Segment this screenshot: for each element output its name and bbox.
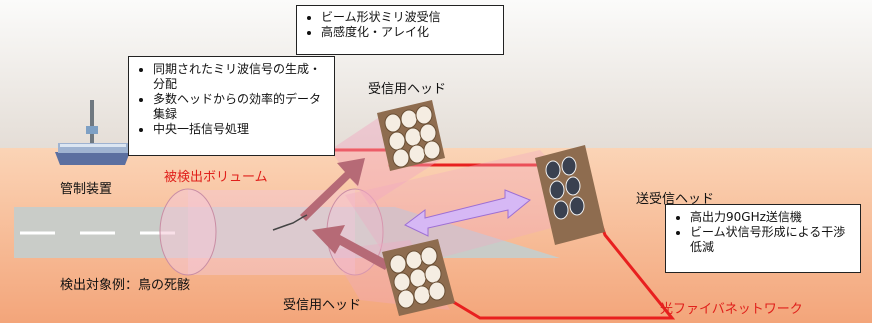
arrow-up-right: [300, 158, 365, 221]
callout-tx-item-2: ビーム状信号形成による干渉低減: [690, 225, 854, 255]
bird-icon: [272, 214, 308, 231]
callout-sync-item-3: 中央一括信号処理: [153, 122, 328, 137]
double-arrow: [404, 189, 531, 237]
label-transceive-head: 送受信ヘッド: [636, 192, 715, 207]
label-detection-example: 検出対象例：鳥の死骸: [60, 278, 191, 293]
label-fiber-network: 光ファイバネットワーク: [660, 302, 803, 317]
callout-beam-item-2: 高感度化・アレイ化: [321, 25, 497, 40]
arrow-left-up: [312, 225, 390, 270]
receiver-head-bottom: [382, 239, 455, 316]
callout-tx-item-1: 高出力90GHz送信機: [690, 210, 854, 225]
receiver-head-top: [377, 100, 445, 171]
callout-beam-reception: ビーム形状ミリ波受信 高感度化・アレイ化: [296, 5, 504, 55]
transceiver-head: [535, 145, 605, 245]
label-receive-head-top: 受信用ヘッド: [368, 82, 447, 97]
callout-transmitter: 高出力90GHz送信機 ビーム状信号形成による干渉低減: [665, 204, 861, 273]
callout-sync-item-2: 多数ヘッドからの効率的データ集録: [153, 92, 328, 122]
label-receive-head-bottom: 受信用ヘッド: [283, 298, 362, 313]
callout-sync-item-1: 同期されたミリ波信号の生成・分配: [153, 62, 328, 92]
control-tower-icon: [55, 100, 130, 165]
callout-beam-item-1: ビーム形状ミリ波受信: [321, 10, 497, 25]
label-detection-volume: 被検出ボリューム: [164, 170, 268, 185]
label-control-facility: 管制装置: [60, 182, 113, 197]
callout-sync-processing: 同期されたミリ波信号の生成・分配 多数ヘッドからの効率的データ集録 中央一括信号…: [128, 56, 335, 156]
